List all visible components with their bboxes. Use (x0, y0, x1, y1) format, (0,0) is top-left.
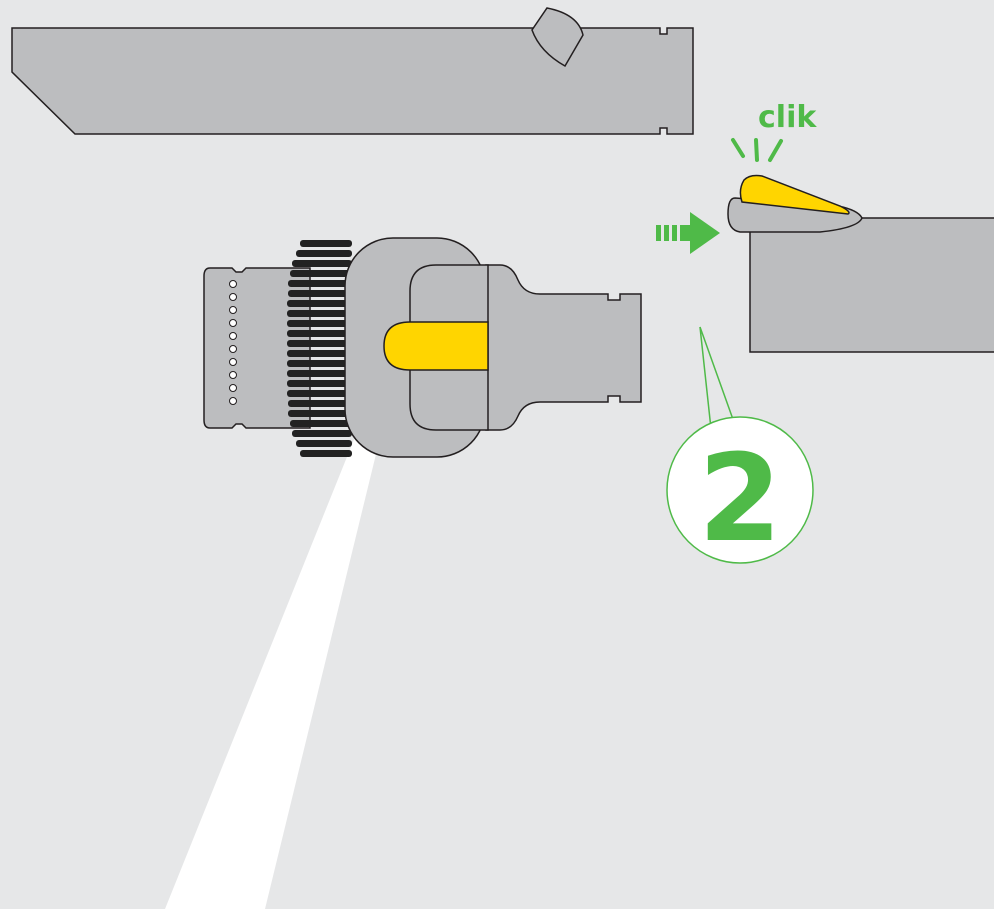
wand-end (727, 174, 994, 353)
step-badge-pointer-back (699, 326, 736, 426)
wand-end-latch-button (739, 174, 850, 215)
click-label: clik (758, 100, 817, 135)
step-badge: 2 (666, 326, 814, 569)
crevice-tool (11, 7, 694, 135)
brush-tool (203, 237, 642, 458)
step-badge-circle (666, 416, 814, 564)
step-badge-pointer (699, 326, 713, 439)
brush-tool-vent-holes (229, 280, 237, 405)
crevice-tool-clip (531, 7, 584, 68)
click-burst-icon (731, 138, 783, 162)
brush-tool-bristles (287, 240, 352, 457)
wand-end-body (749, 217, 994, 353)
step-number: 2 (698, 430, 782, 569)
pointer-beam (165, 360, 398, 909)
brush-tool-tube (485, 264, 642, 431)
crevice-tool-body (11, 21, 694, 135)
right-arrow-icon (656, 212, 720, 254)
brush-tool-release-button (383, 321, 489, 371)
